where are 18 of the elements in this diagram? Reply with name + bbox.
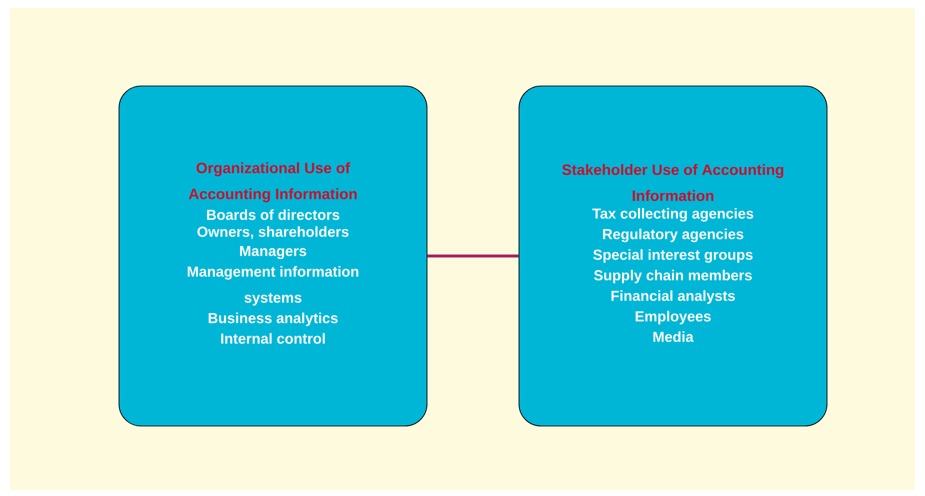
list-item: Internal control — [221, 333, 325, 344]
list-item: Boards of directors — [207, 209, 340, 220]
list-item: Management information systems — [188, 266, 358, 306]
list-item: Business analytics — [208, 312, 338, 326]
list-item: Media — [653, 331, 694, 342]
list-item: Special interest groups — [593, 249, 753, 263]
list-item: Managers — [240, 246, 306, 260]
box-heading: Organizational Use of Accounting Information — [188, 162, 357, 202]
box-heading: Stakeholder Use of Accounting Information — [562, 164, 784, 202]
list-item: Supply chain members — [594, 270, 752, 284]
list-item: Tax collecting agencies — [592, 208, 754, 222]
list-item: Financial analysts — [612, 290, 735, 304]
rounded-box — [518, 86, 828, 426]
list-item: Employees — [636, 310, 711, 324]
list-item: Regulatory agencies — [603, 228, 744, 242]
connector-line — [427, 254, 519, 258]
list-item: Owners, shareholders — [197, 226, 349, 240]
rounded-box — [118, 86, 428, 426]
